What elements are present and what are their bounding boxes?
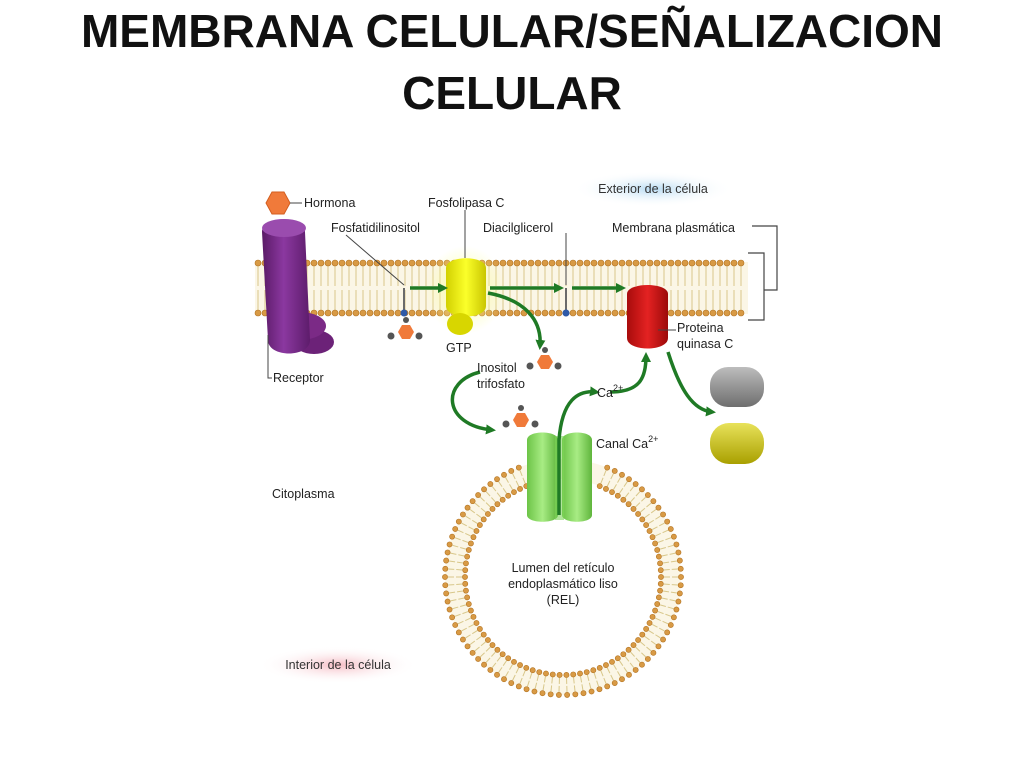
ca-label-sup: 2+ [613,383,623,393]
inositol-label-2: trifosfato [477,377,525,391]
canal-label-base: Canal Ca [596,437,648,451]
lumen-label-1: Lumen del retículo [512,561,615,575]
smooth-er [442,459,684,698]
canal-label: Canal Ca2+ [596,434,658,451]
protein-kinase-c [627,285,668,349]
slide-title-line-1: MEMBRANA CELULAR/SEÑALIZACION [80,5,944,57]
yellow-product [710,423,764,464]
hormone-icon [265,191,291,215]
ip3-molecule-1 [387,317,423,340]
grey-product [710,367,764,407]
ca-label-base: Ca [597,386,613,400]
ip3-molecule-2 [526,347,562,370]
fosfolipasa-label: Fosfolipasa C [428,196,504,210]
slide-title: MEMBRANA CELULAR/SEÑALIZACION CELULAR [0,0,1024,124]
slide-title-line-2: CELULAR [402,67,622,119]
gtp-label: GTP [446,341,472,355]
interior-label: Interior de la célula [285,658,391,672]
ip3-molecule-3 [502,405,539,428]
membrane-label-leader [752,225,778,291]
proteina-label-1: Proteina [677,321,724,335]
lumen-label-2: endoplasmático liso [508,577,618,591]
receptor [262,219,334,354]
fosfatidilinositol-label: Fosfatidilinositol [331,221,420,235]
lumen-label-3: (REL) [547,593,580,607]
signal-arrows [410,283,716,515]
receptor-label: Receptor [273,371,324,385]
membrana-label: Membrana plasmática [612,221,735,235]
membrane-bracket [748,252,765,321]
citoplasma-label: Citoplasma [272,487,335,501]
pip2-molecule [400,288,408,317]
phospholipase-c [425,246,505,335]
ca-label: Ca2+ [597,383,623,400]
hormona-label: Hormona [304,196,355,210]
diacilglicerol-label: Diacilglicerol [483,221,553,235]
interior-pill: Interior de la célula [258,646,418,684]
inositol-label-1: Inositol [477,361,517,375]
leader-lines [267,210,676,379]
dag-molecule [562,288,570,317]
exterior-label: Exterior de la célula [598,182,708,196]
exterior-pill: Exterior de la célula [573,171,733,207]
proteina-label-2: quinasa C [677,337,733,351]
canal-label-sup: 2+ [648,434,658,444]
